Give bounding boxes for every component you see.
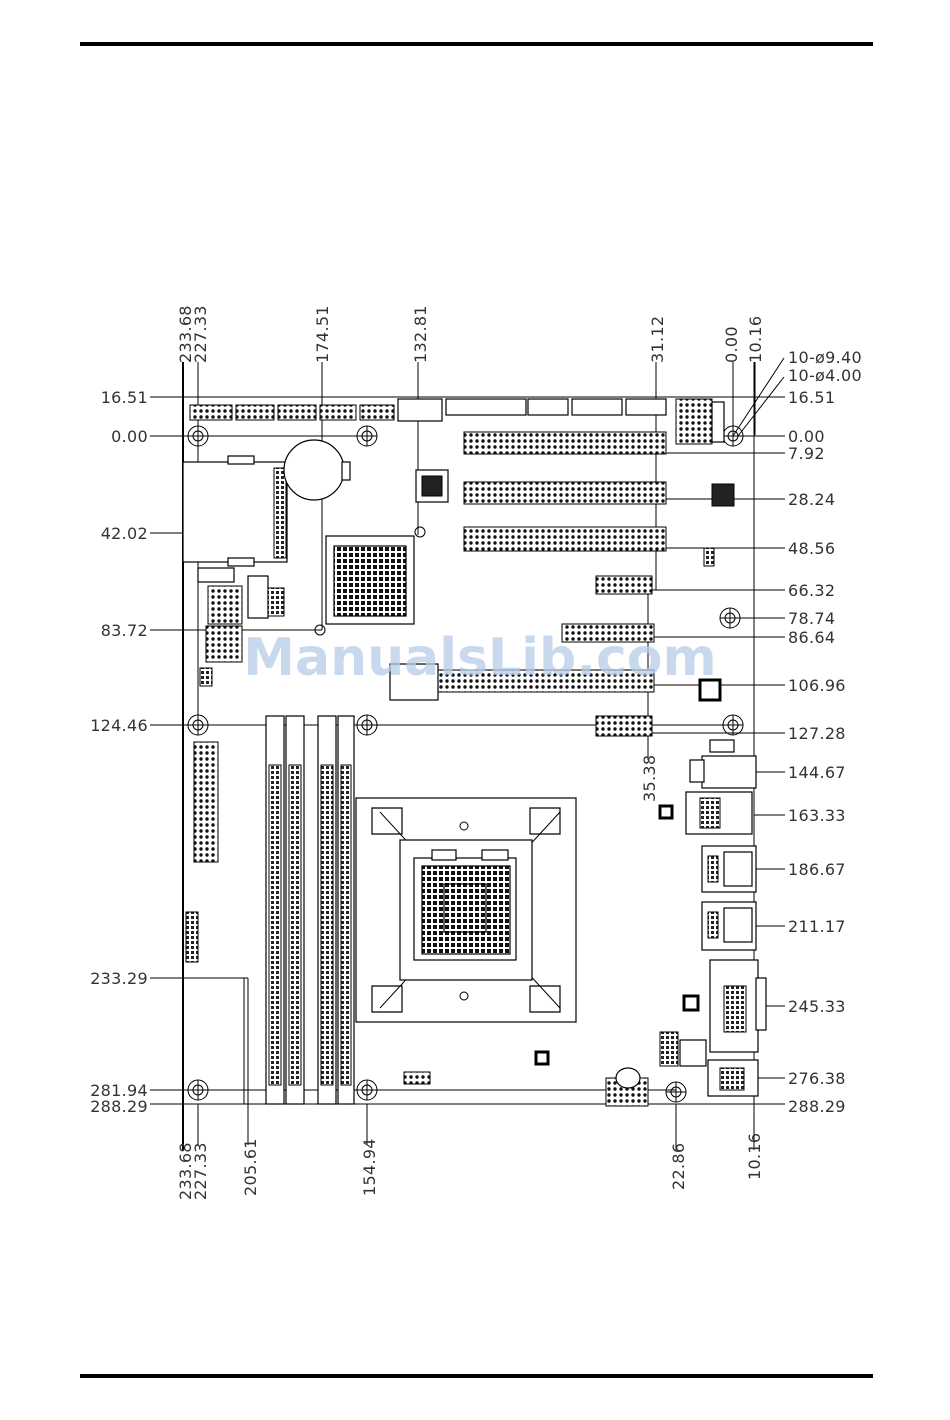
dim-label: 227.33 [191,305,210,363]
bottom-connectors [404,1068,648,1106]
left-labels: 16.51 0.00 42.02 83.72 124.46 233.29 281… [90,388,148,1116]
dim-label: 0.00 [722,326,741,363]
dim-label: 35.38 [640,755,659,802]
dim-label: 0.00 [111,427,148,446]
dim-label: 124.46 [90,716,148,735]
mounting-hole-icon [188,1080,208,1100]
dim-label: 205.61 [241,1138,260,1196]
dim-label: 127.28 [788,724,846,743]
dim-label: 211.17 [788,917,846,936]
dim-label: 10.16 [746,316,765,363]
mounting-hole-icon [723,715,743,735]
dim-label: 174.51 [313,305,332,363]
dim-label: 28.24 [788,490,835,509]
chipset [315,527,425,635]
right-labels: 10-ø9.40 10-ø4.00 16.51 0.00 7.92 28.24 … [788,348,862,1116]
dim-label: 227.33 [191,1142,210,1200]
dim-label: 288.29 [90,1097,148,1116]
dim-label: 31.12 [648,316,667,363]
dim-label: 86.64 [788,628,835,647]
hole-callout: 10-ø4.00 [788,366,862,385]
mounting-hole-icon [188,426,208,446]
dim-label: 10.16 [745,1133,764,1180]
dim-label: 186.67 [788,860,846,879]
mounting-hole-icon [357,426,377,446]
dim-label: 16.51 [101,388,148,407]
dim-label: 106.96 [788,676,846,695]
dim-label: 132.81 [411,305,430,363]
dim-label: 245.33 [788,997,846,1016]
dim-label: 16.51 [788,388,835,407]
dim-label: 83.72 [101,621,148,640]
expansion-slots [438,432,666,736]
mounting-hole-icon [357,715,377,735]
watermark: ManualsLib.com [243,628,716,688]
cpu-socket [356,798,576,1022]
dim-label: 48.56 [788,539,835,558]
mounting-hole-icon [723,426,743,446]
hole-callout: 10-ø9.40 [788,348,862,367]
dim-label: 22.86 [669,1143,688,1190]
mounting-hole-icon [666,1082,686,1102]
dim-label: 163.33 [788,806,846,825]
dim-label: 66.32 [788,581,835,600]
dim-label: 42.02 [101,524,148,543]
bottom-labels: 233.68 227.33 205.61 154.94 22.86 10.16 [176,1133,764,1200]
dim-label: 144.67 [788,763,846,782]
dim-label: 233.29 [90,969,148,988]
dim-label: 276.38 [788,1069,846,1088]
mounting-hole-icon [188,715,208,735]
dim-label: 288.29 [788,1097,846,1116]
mounting-hole-icon [720,608,740,628]
dim-label: 7.92 [788,444,825,463]
cf-card-area [183,440,350,566]
dimm-slots [266,716,354,1104]
dim-label: 78.74 [788,609,835,628]
dim-label: 154.94 [360,1138,379,1196]
mounting-hole-icon [357,1080,377,1100]
rear-io [660,740,766,1096]
